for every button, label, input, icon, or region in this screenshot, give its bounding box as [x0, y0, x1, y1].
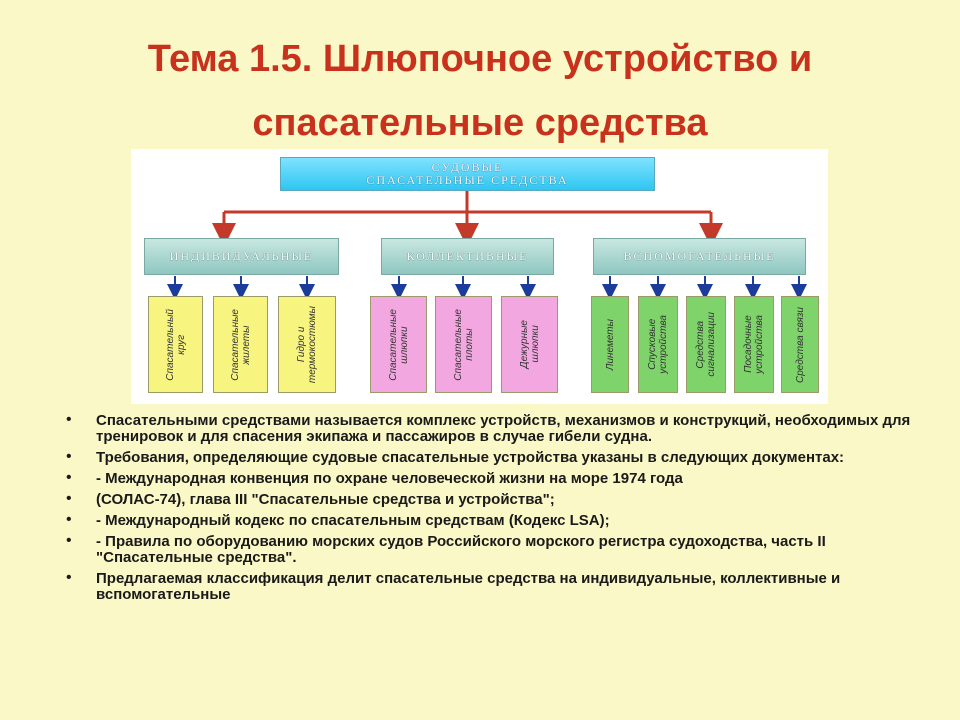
root-node: СУДОВЫЕ СПАСАТЕЛЬНЫЕ СРЕДСТВА — [280, 157, 655, 191]
leaf-communication-means: Средства связи — [781, 296, 819, 393]
leaf-label: Дежурные шлюпки — [518, 320, 541, 369]
root-node-line2: СПАСАТЕЛЬНЫЕ СРЕДСТВА — [366, 173, 569, 187]
bullet-item: • Спасательными средствами называется ком… — [66, 411, 916, 445]
leaf-line-throwers: Линеметы — [591, 296, 629, 393]
leaf-label: Спасательный круг — [164, 308, 187, 381]
bullet-item: • - Правила по оборудованию морских судов… — [66, 532, 916, 566]
leaf-label: Посадочные устройства — [743, 315, 765, 374]
bullet-item: • - Международный кодекс по спасательным … — [66, 511, 916, 529]
bullet-item: • (СОЛАС-74), глава III "Спасательные сре… — [66, 490, 916, 508]
group-auxiliary: ВСПОМОГАТЕЛЬНЫЕ — [593, 238, 806, 275]
slide-title-line1: Тема 1.5. Шлюпочное устройство и — [147, 38, 813, 80]
bullet-text: - Международная конвенция по охране чело… — [96, 470, 683, 487]
leaf-label: Спасательные жилеты — [229, 308, 252, 381]
bullet-dot: • — [66, 469, 72, 486]
bullet-dot: • — [66, 411, 72, 428]
root-node-line1: СУДОВЫЕ — [431, 160, 504, 174]
bullet-item: • - Международная конвенция по охране чел… — [66, 469, 916, 487]
bullet-text: - Международный кодекс по спасательным с… — [96, 512, 610, 529]
leaf-label: Средства сигнализации — [695, 312, 717, 377]
bullet-item: • Требования, определяющие судовые спасат… — [66, 448, 916, 466]
slide-title-line2: спасательные средства — [252, 102, 708, 144]
leaf-label: Спусковые устройства — [647, 315, 669, 374]
bullet-text: - Правила по оборудованию морских судов … — [96, 533, 826, 566]
group-individual: ИНДИВИДУАЛЬНЫЕ — [144, 238, 339, 275]
leaf-life-ring: Спасательный круг — [148, 296, 203, 393]
group-collective: КОЛЛЕКТИВНЫЕ — [381, 238, 554, 275]
bullet-list: • Спасательными средствами называется ком… — [66, 411, 916, 608]
leaf-label: Спасательные плоты — [452, 308, 475, 381]
leaf-label: Спасательные шлюпки — [387, 308, 410, 381]
leaf-life-jackets: Спасательные жилеты — [213, 296, 268, 393]
leaf-immersion-suits: Гидро и термокостюмы — [278, 296, 336, 393]
bullet-dot: • — [66, 569, 72, 586]
leaf-lifeboats: Спасательные шлюпки — [370, 296, 427, 393]
bullet-text: Требования, определяющие судовые спасате… — [96, 449, 845, 466]
leaf-rescue-boats: Дежурные шлюпки — [501, 296, 558, 393]
leaf-launching-devices: Спусковые устройства — [638, 296, 678, 393]
bullet-item: • Предлагаемая классификация делит спасат… — [66, 569, 916, 603]
bullet-dot: • — [66, 511, 72, 528]
bullet-dot: • — [66, 532, 72, 549]
classification-diagram: СУДОВЫЕ СПАСАТЕЛЬНЫЕ СРЕДСТВА ИНДИВИДУАЛ… — [131, 149, 828, 404]
leaf-label: Гидро и термокостюмы — [296, 305, 318, 384]
leaf-arrows — [167, 276, 807, 300]
leaf-embarkation-devices: Посадочные устройства — [734, 296, 774, 393]
leaf-signalling-means: Средства сигнализации — [686, 296, 726, 393]
bullet-dot: • — [66, 490, 72, 507]
leaf-label: Средства связи — [794, 306, 806, 383]
bullet-dot: • — [66, 448, 72, 465]
leaf-label: Линеметы — [604, 318, 616, 371]
bullet-text: Спасательными средствами называется комп… — [96, 412, 911, 445]
diagram-connectors — [167, 191, 807, 300]
bullet-text: (СОЛАС-74), глава III "Спасательные сред… — [96, 491, 555, 508]
bullet-text: Предлагаемая классификация делит спасате… — [96, 570, 841, 603]
leaf-liferafts: Спасательные плоты — [435, 296, 492, 393]
